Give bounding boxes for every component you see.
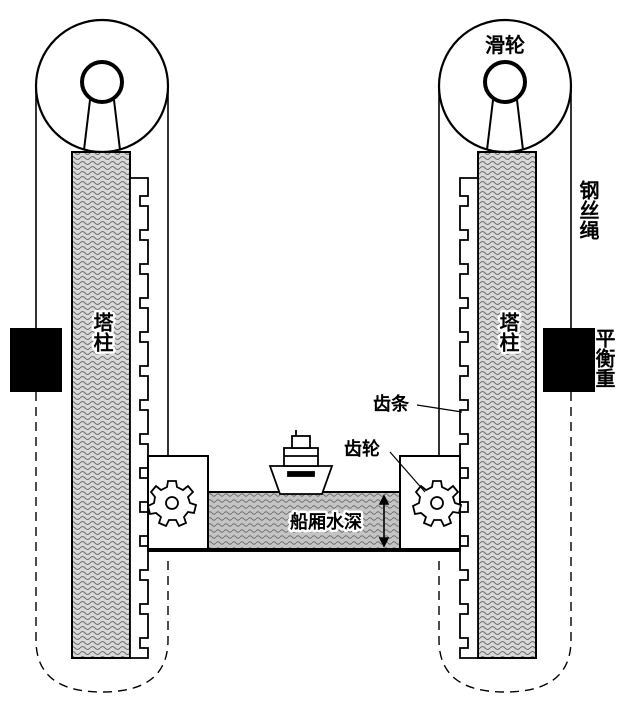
label-wire-rope: 钢丝绳 — [576, 180, 600, 240]
right-counterweight — [543, 328, 595, 392]
label-rack: 齿条 — [373, 393, 410, 415]
wire-ropes — [35, 86, 572, 458]
left-pulley — [34, 18, 170, 154]
leader-lines — [389, 404, 463, 493]
label-tower-left: 塔柱 — [90, 312, 114, 353]
label-chamber-depth: 船厢水深 — [290, 511, 362, 533]
label-tower-right: 塔柱 — [496, 312, 520, 353]
right-tower-column — [477, 151, 537, 659]
right-pulley — [437, 18, 573, 154]
left-counterweight — [10, 328, 62, 392]
label-gear: 齿轮 — [344, 438, 380, 460]
depth-indicator — [378, 494, 390, 548]
ship-icon — [268, 430, 334, 495]
right-rack — [459, 177, 479, 659]
left-tower-column — [71, 151, 131, 659]
return-ropes — [35, 392, 572, 693]
gear-icon — [146, 480, 198, 528]
label-counterweight: 平衡重 — [592, 328, 616, 388]
label-pulley: 滑轮 — [485, 33, 525, 57]
left-rack — [129, 177, 149, 659]
gear-icon — [411, 480, 463, 528]
